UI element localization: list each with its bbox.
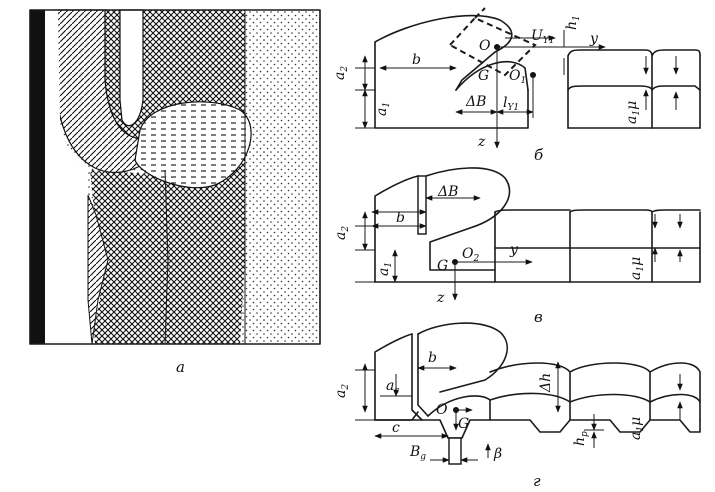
b-z: z xyxy=(477,134,486,150)
g-hp: hp xyxy=(572,431,590,446)
v-b: b xyxy=(396,210,405,226)
v-a2: a2 xyxy=(333,226,351,240)
b-O: O xyxy=(479,38,491,54)
g-beta: β xyxy=(493,446,502,462)
g-a2: a2 xyxy=(333,384,351,398)
b-a1: a1 xyxy=(374,102,392,116)
panel-b-diagram xyxy=(355,7,701,149)
b-b: b xyxy=(412,52,421,68)
v-G: G xyxy=(437,258,448,274)
panel-g-diagram xyxy=(355,322,701,465)
panel-v-caption: в xyxy=(534,308,543,326)
b-U: UY1 xyxy=(531,28,554,46)
panel-a-caption: а xyxy=(176,358,185,376)
b-O1: O1 xyxy=(509,68,526,86)
v-y: y xyxy=(509,242,519,258)
g-c: c xyxy=(392,420,400,436)
v-a1: a1 xyxy=(376,262,394,276)
b-y: y xyxy=(589,31,599,47)
v-z: z xyxy=(436,290,445,306)
g-b: b xyxy=(428,350,437,366)
panel-b-caption: б xyxy=(534,146,544,164)
b-l: lY1 xyxy=(503,95,519,113)
v-O2: O2 xyxy=(462,246,479,264)
v-a1u: a1μ xyxy=(628,257,646,280)
b-h1: h1 xyxy=(564,15,582,30)
g-Bg: Bg xyxy=(409,444,426,462)
g-O: O xyxy=(436,402,448,418)
b-a2: a2 xyxy=(332,66,350,80)
panel-g-caption: г xyxy=(533,472,541,490)
b-dB: ΔB xyxy=(465,94,486,110)
g-ac: ac xyxy=(386,378,399,396)
b-a1u: a1μ xyxy=(624,101,642,124)
g-dh: Δh xyxy=(538,373,554,393)
v-dB: ΔB xyxy=(437,184,458,200)
g-G: G xyxy=(458,416,469,432)
panel-v-diagram xyxy=(355,167,701,301)
panel-a-macrosection xyxy=(29,9,321,345)
g-a1u: a1μ xyxy=(628,417,646,440)
b-G: G xyxy=(478,68,489,84)
